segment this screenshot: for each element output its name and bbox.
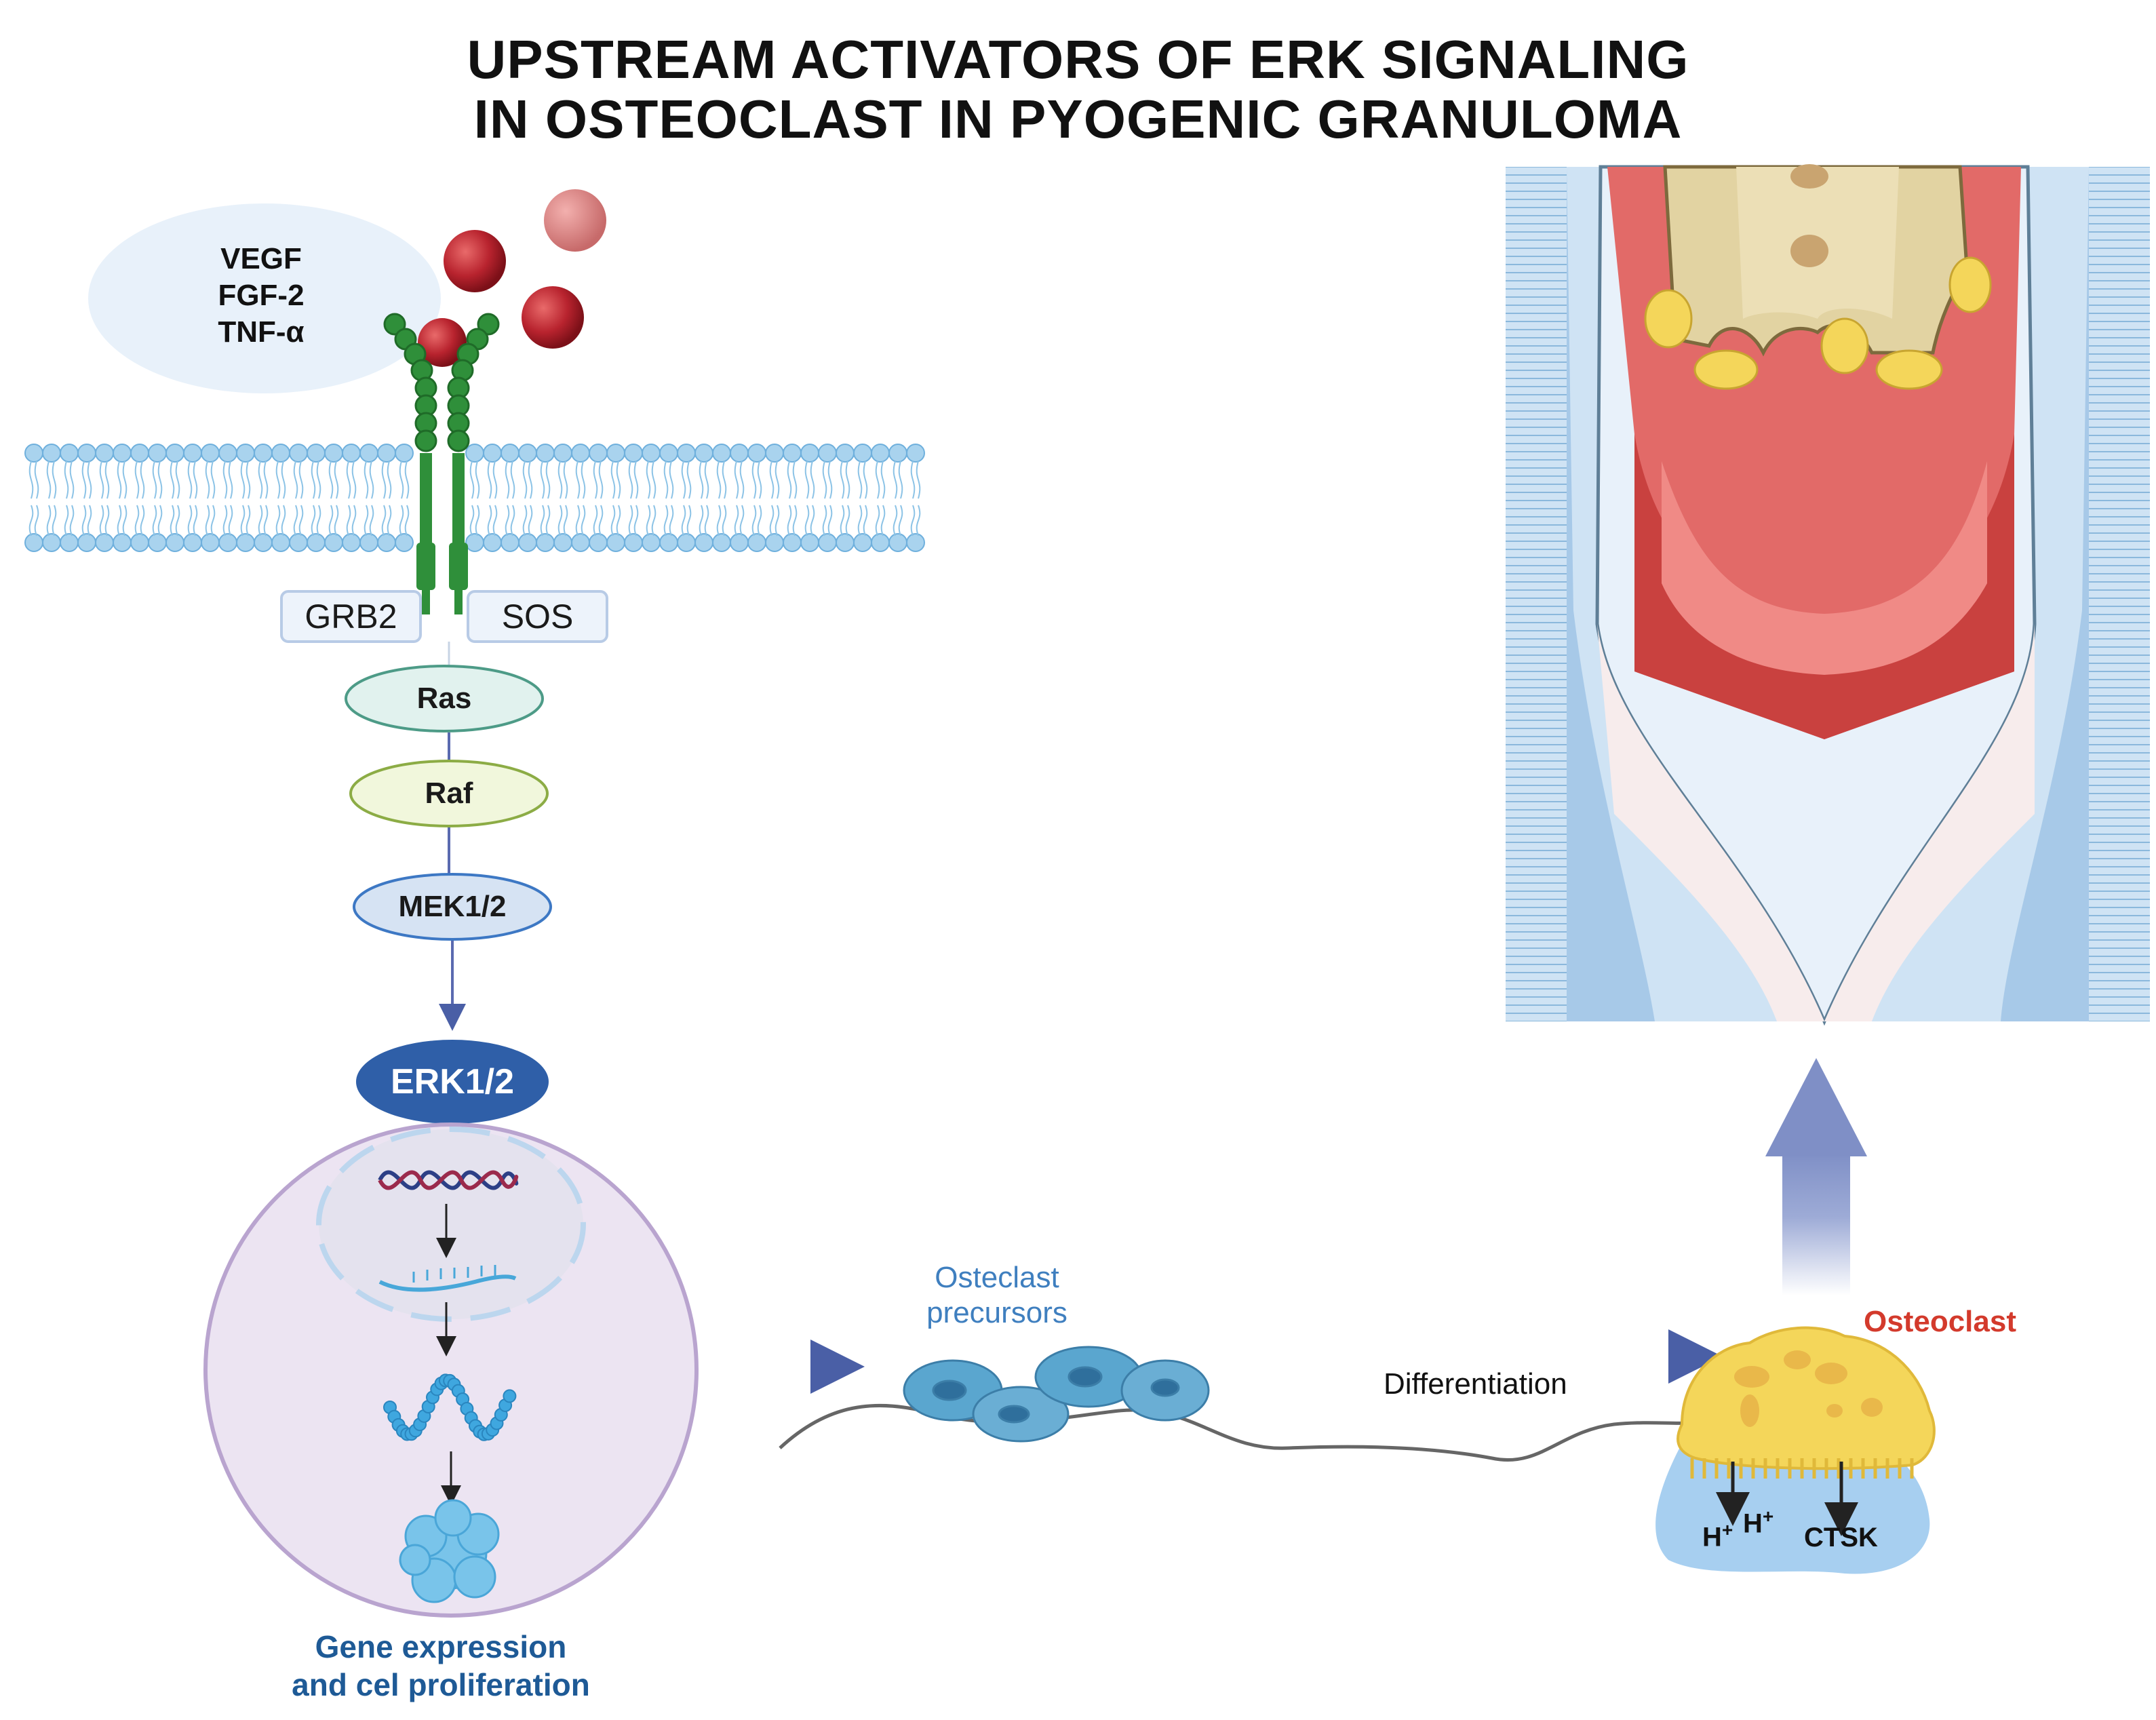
erk-label: ERK1/2 <box>390 1062 515 1101</box>
mek-node <box>353 873 552 941</box>
ras-node <box>345 665 544 732</box>
raf-node <box>349 760 549 827</box>
caption-line: precursors <box>926 1296 1067 1329</box>
caption-line: Osteclast <box>935 1261 1059 1294</box>
osteoclast-label: Osteoclast <box>1864 1305 2016 1338</box>
ras-label: Ras <box>416 682 472 715</box>
ligand-molecules <box>418 189 606 367</box>
ligand-label: TNF-α <box>218 315 305 349</box>
cell-membrane <box>24 444 925 552</box>
bone-surface-line <box>779 1403 1696 1462</box>
proton-label: H+ <box>1702 1519 1733 1552</box>
receptor-icon <box>383 313 500 614</box>
ligand-list: VEGF FGF-2 TNF-α <box>176 241 346 351</box>
protein-icon <box>399 1499 500 1603</box>
upward-arrow <box>1765 1058 1867 1295</box>
osteoclast-cell-icon <box>1677 1326 1936 1479</box>
ligand-bubble <box>88 203 441 393</box>
ligand-label: VEGF <box>220 242 302 275</box>
grb2-label: GRB2 <box>305 598 397 636</box>
sos-label: SOS <box>501 598 574 636</box>
gene-expression-caption: Gene expression and cel proliferation <box>244 1628 638 1704</box>
dna-icon <box>378 1170 519 1190</box>
grb2-box <box>280 590 422 643</box>
caption-line: and cel proliferation <box>292 1667 590 1702</box>
ctsk-label: CTSK <box>1804 1523 1878 1552</box>
sos-box <box>467 590 608 643</box>
raf-label: Raf <box>425 777 473 810</box>
diagram-title-line2: IN OSTEOCLAST IN PYOGENIC GRANULOMA <box>473 89 1683 149</box>
precursor-cells-icon <box>903 1346 1210 1443</box>
mek-label: MEK1/2 <box>398 890 507 923</box>
caption-line: Gene expression <box>315 1629 567 1664</box>
proton-symbol: H <box>1743 1508 1763 1539</box>
charge-symbol: + <box>1762 1506 1774 1527</box>
ligand-label: FGF-2 <box>218 279 305 312</box>
differentiation-label: Differentiation <box>1384 1367 1567 1401</box>
proton-label: H+ <box>1743 1506 1773 1539</box>
diagram-title-line1: UPSTREAM ACTIVATORS OF ERK SIGNALING <box>467 29 1689 90</box>
pyogenic-granuloma-illustration <box>1506 164 2150 1026</box>
erk-node <box>356 1040 549 1124</box>
nuclear-envelope <box>316 1127 586 1322</box>
mrna-icon <box>378 1265 517 1292</box>
proton-symbol: H <box>1702 1522 1722 1552</box>
peptide-icon <box>383 1373 517 1441</box>
precursors-label: Osteclast precursors <box>888 1260 1105 1331</box>
charge-symbol: + <box>1721 1519 1733 1540</box>
